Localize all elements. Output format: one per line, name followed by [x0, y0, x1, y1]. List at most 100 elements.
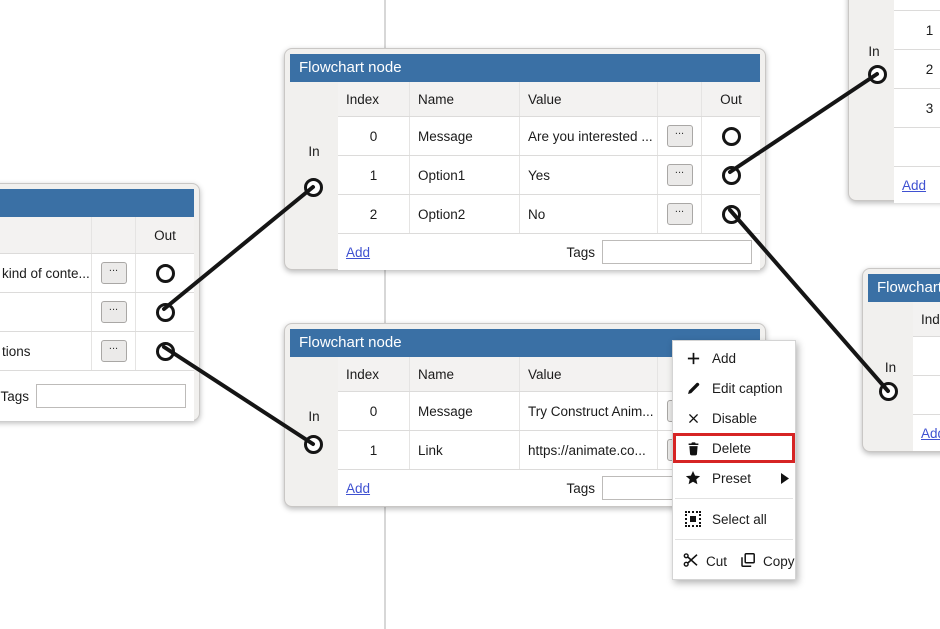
- context-menu: Add Edit caption Disable Delete Preset S…: [672, 340, 796, 580]
- out-port[interactable]: [155, 302, 175, 322]
- table-row: [894, 0, 940, 11]
- table-row: kind of conte... ...: [0, 254, 194, 293]
- in-port[interactable]: [304, 435, 323, 454]
- table-row: 1 Option1 Yes ...: [338, 156, 760, 195]
- menu-item-delete[interactable]: Delete: [673, 433, 795, 463]
- add-link[interactable]: Add: [346, 244, 371, 260]
- menu-item-disable[interactable]: Disable: [673, 403, 795, 433]
- tags-label: Tags: [566, 244, 595, 260]
- cell-index: 2: [894, 50, 940, 88]
- star-icon: [685, 470, 701, 486]
- cell-name: Option2: [410, 195, 520, 233]
- copy-icon: [740, 552, 756, 571]
- ellipsis-button[interactable]: ...: [666, 125, 693, 147]
- table-row: 3: [894, 89, 940, 128]
- col-index: Index: [338, 82, 410, 116]
- flowchart-node-bottom[interactable]: Flowchart node In Index Name Value Out 0…: [284, 323, 766, 507]
- node-in-gutter: In: [854, 0, 894, 195]
- out-port[interactable]: [155, 341, 175, 361]
- ellipsis-button[interactable]: ...: [666, 164, 693, 186]
- ellipsis-button[interactable]: ...: [100, 340, 127, 362]
- add-link[interactable]: Add: [346, 480, 371, 496]
- col-name: Name: [410, 357, 520, 391]
- node-title[interactable]: Flowchart node: [290, 54, 760, 82]
- background-gridline: [384, 0, 386, 629]
- table-header-row: Index: [913, 302, 940, 337]
- col-value: [0, 217, 92, 253]
- ellipsis-button[interactable]: ...: [100, 301, 127, 323]
- flowchart-node-left[interactable]: Out kind of conte... ... ... tions ..: [0, 183, 200, 421]
- col-value: Value: [520, 357, 658, 391]
- node-in-gutter: In: [290, 82, 338, 264]
- cell-name: Option1: [410, 156, 520, 194]
- cell-index: [894, 0, 940, 10]
- ellipsis-button[interactable]: ...: [100, 262, 127, 284]
- tags-input[interactable]: [36, 384, 186, 408]
- flowchart-node-top-right[interactable]: In 1 2 3 Add: [848, 0, 940, 203]
- menu-item-select-all[interactable]: Select all: [673, 504, 795, 534]
- table-row: [913, 337, 940, 376]
- col-out: Out: [154, 227, 176, 243]
- table-row: 2 Option2 No ...: [338, 195, 760, 234]
- cell-value: Try Construct Anim...: [520, 392, 658, 430]
- ellipsis-button[interactable]: ...: [666, 203, 693, 225]
- scissors-icon: [683, 552, 699, 571]
- out-port[interactable]: [721, 204, 741, 224]
- menu-item-label: Copy: [763, 553, 795, 569]
- node-title[interactable]: [0, 189, 194, 217]
- node-in-gutter: In: [290, 357, 338, 501]
- add-link[interactable]: Add: [921, 425, 940, 441]
- in-port[interactable]: [868, 65, 887, 84]
- out-port[interactable]: [155, 263, 175, 283]
- out-port[interactable]: [721, 165, 741, 185]
- cell-value: kind of conte...: [0, 254, 92, 292]
- x-icon: [685, 410, 701, 426]
- in-label: In: [308, 409, 320, 424]
- menu-item-label: Cut: [706, 553, 728, 569]
- in-label: In: [884, 360, 897, 375]
- tags-label: Tags: [566, 480, 595, 496]
- node-title[interactable]: Flowchart node: [868, 274, 940, 302]
- menu-item-preset[interactable]: Preset: [673, 463, 795, 493]
- col-value: Value: [520, 82, 658, 116]
- col-spacer: [92, 217, 136, 253]
- plus-icon: [685, 350, 701, 366]
- cell-index: [894, 128, 940, 166]
- flowchart-node-top[interactable]: Flowchart node In Index Name Value Out 0…: [284, 48, 766, 270]
- table-row: 0 Message Are you interested ... ...: [338, 117, 760, 156]
- table-row: ...: [0, 293, 194, 332]
- flowchart-node-right[interactable]: Flowchart node In Index Add: [862, 268, 940, 452]
- col-out: Out: [720, 91, 742, 107]
- table-row: 2: [894, 50, 940, 89]
- tags-input[interactable]: [602, 240, 752, 264]
- in-port[interactable]: [304, 178, 323, 197]
- cell-name: Link: [410, 431, 520, 469]
- add-link[interactable]: Add: [902, 177, 927, 193]
- menu-item-copy[interactable]: Copy: [740, 552, 795, 571]
- table-header-row: Index Name Value Out: [338, 82, 760, 117]
- menu-item-add[interactable]: Add: [673, 343, 795, 373]
- out-port[interactable]: [721, 126, 741, 146]
- submenu-arrow-icon: [781, 472, 789, 484]
- menu-item-label: Edit caption: [712, 380, 783, 396]
- cell-index: 1: [338, 431, 410, 469]
- table-header-row: Out: [0, 217, 194, 254]
- cell-name: Message: [410, 392, 520, 430]
- table-row: 1: [894, 11, 940, 50]
- menu-item-edit-caption[interactable]: Edit caption: [673, 373, 795, 403]
- menu-separator: [675, 498, 793, 499]
- in-label: In: [868, 44, 880, 59]
- select-all-icon: [685, 511, 701, 527]
- menu-item-label: Add: [712, 350, 737, 366]
- menu-separator: [675, 539, 793, 540]
- menu-item-label: Delete: [712, 440, 752, 456]
- cell-value: https://animate.co...: [520, 431, 658, 469]
- in-port[interactable]: [879, 382, 898, 401]
- cell-index: 0: [338, 392, 410, 430]
- cell-index: [913, 337, 940, 375]
- menu-item-cut[interactable]: Cut: [683, 552, 727, 571]
- cell-index: 1: [894, 11, 940, 49]
- table-row: tions ...: [0, 332, 194, 371]
- pencil-icon: [685, 380, 701, 396]
- cell-value: Yes: [520, 156, 658, 194]
